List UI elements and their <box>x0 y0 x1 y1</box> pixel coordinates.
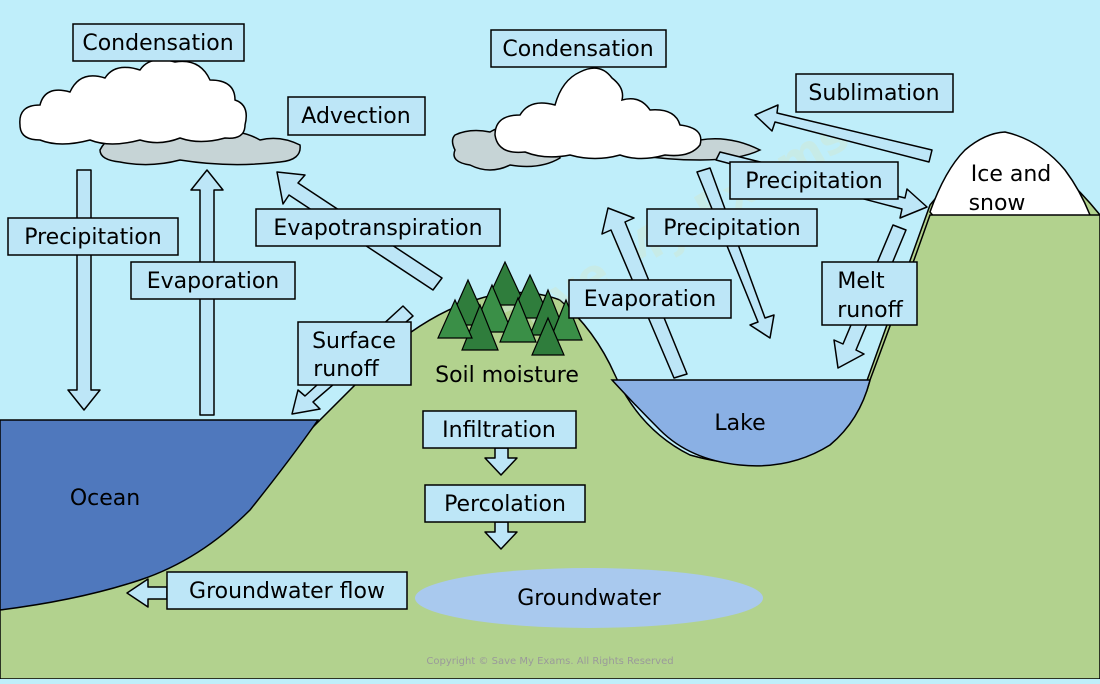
infiltration-arrow <box>484 447 518 476</box>
precipitation-left-box <box>7 217 179 256</box>
precipitation-left-label: Precipitation <box>24 225 162 250</box>
groundwater-label: Groundwater <box>517 586 662 611</box>
evaporation-right-box <box>568 279 732 319</box>
evapotranspiration-label: Evapotranspiration <box>273 216 482 241</box>
condensation-right-label: Condensation <box>502 37 653 62</box>
precipitation-mid-label: Precipitation <box>663 216 801 241</box>
groundwater-flow-label: Groundwater flow <box>189 579 385 604</box>
percolation-label: Percolation <box>444 492 566 517</box>
ocean <box>0 419 320 611</box>
cloud-left <box>19 59 301 166</box>
sublimation-arrow <box>754 104 933 163</box>
evaporation-left-label: Evaporation <box>147 269 280 294</box>
groundwater-flow-box <box>166 571 408 610</box>
condensation-left-box <box>72 23 245 62</box>
groundwater <box>415 568 763 628</box>
cloud-right <box>451 67 762 171</box>
advection-label: Advection <box>301 104 410 129</box>
percolation-box <box>424 484 586 523</box>
percolation-arrow <box>484 521 518 550</box>
sublimation-box <box>795 73 954 113</box>
precipitation-left-arrow <box>67 169 101 411</box>
advection-box <box>287 96 426 136</box>
surface-runoff-label-2: runoff <box>313 357 379 382</box>
melt-runoff-box <box>821 261 918 326</box>
copyright-text: Copyright © Save My Exams. All Rights Re… <box>426 656 673 667</box>
groundwater-flow-arrow <box>126 578 168 608</box>
lake-label: Lake <box>714 411 765 436</box>
precipitation-upper-label: Precipitation <box>745 169 883 194</box>
melt-runoff-label-2: runoff <box>837 298 903 323</box>
melt-runoff-label-1: Melt <box>837 269 885 294</box>
condensation-left-label: Condensation <box>82 31 233 56</box>
evaporation-right-label: Evaporation <box>584 287 717 312</box>
ice-label-2: snow <box>969 191 1026 216</box>
sublimation-label: Sublimation <box>808 81 939 106</box>
ocean-label: Ocean <box>70 486 140 511</box>
surface-runoff-box <box>297 321 412 386</box>
surface-runoff-label-1: Surface <box>312 329 396 354</box>
condensation-right-box <box>490 29 667 68</box>
infiltration-label: Infiltration <box>442 418 556 443</box>
precipitation-upper-box <box>729 161 899 200</box>
trees <box>437 260 583 356</box>
lake <box>610 379 871 467</box>
evapotranspiration-box <box>255 208 501 247</box>
soil-moisture-label: Soil moisture <box>435 363 579 388</box>
precipitation-mid-box <box>646 208 818 247</box>
infiltration-box <box>422 410 577 449</box>
ice-label-1: Ice and <box>971 162 1052 187</box>
evaporation-left-box <box>130 261 296 300</box>
